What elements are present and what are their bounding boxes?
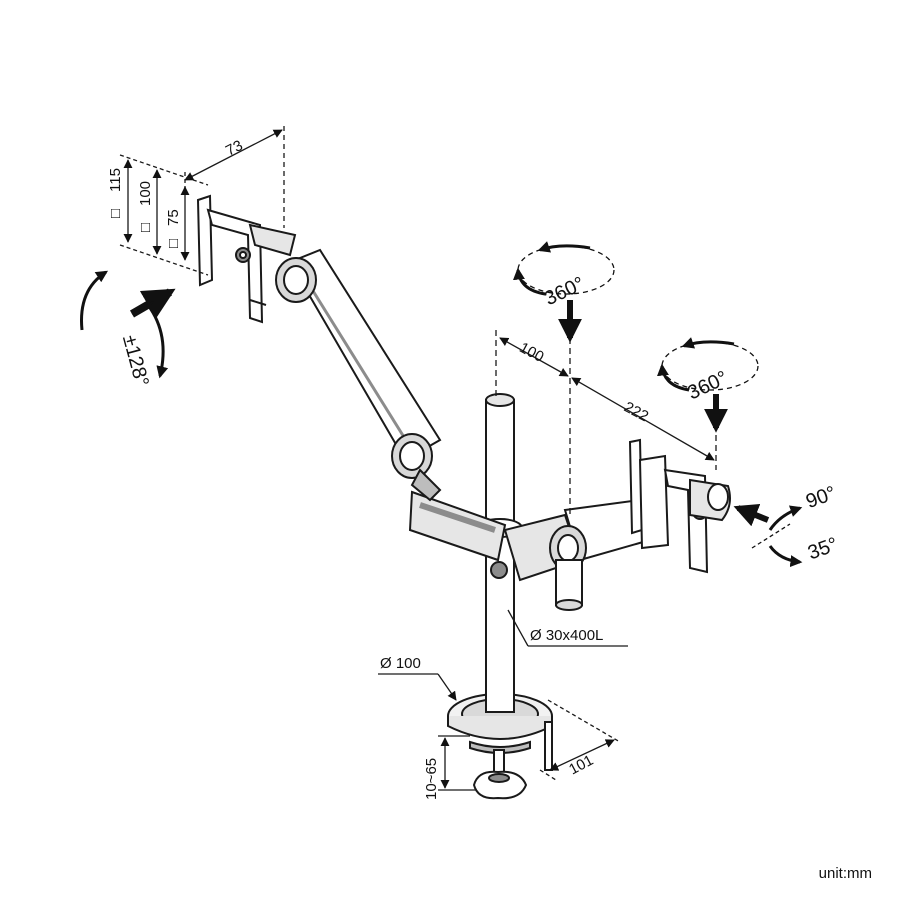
right-arm bbox=[503, 498, 652, 611]
motion-arrows bbox=[80, 241, 803, 568]
left-vesa-bracket bbox=[196, 194, 297, 324]
label-swivel-90: 90° bbox=[803, 482, 839, 513]
tilt-arrow-down bbox=[146, 304, 169, 379]
label-clamp-range: 10~65 bbox=[423, 758, 440, 800]
label-vesa-100: 100 bbox=[137, 181, 154, 206]
label-swivel-35: 35° bbox=[805, 533, 841, 564]
right-vesa-bracket bbox=[628, 438, 731, 574]
desk-clamp bbox=[447, 693, 553, 800]
left-arm bbox=[275, 248, 507, 562]
label-rotation-right: 360° bbox=[684, 367, 731, 404]
label-vesa-75: 75 bbox=[165, 209, 182, 226]
label-vesa-115: 115 bbox=[107, 168, 124, 192]
label-vesa-75-prefix: □ bbox=[165, 239, 182, 248]
label-pole: Ø 30x400L bbox=[530, 627, 603, 644]
label-bracket-depth: 73 bbox=[223, 137, 246, 160]
tilt-arrow-up bbox=[80, 270, 109, 331]
label-vesa-115-prefix: □ bbox=[107, 209, 124, 218]
dimension-lines bbox=[119, 126, 717, 791]
label-base-diameter: Ø 100 bbox=[380, 655, 421, 672]
label-clamp-depth: 101 bbox=[566, 752, 596, 779]
unit-label: unit:mm bbox=[818, 865, 872, 882]
label-vesa-100-prefix: □ bbox=[137, 223, 154, 232]
label-tilt: ±128° bbox=[118, 333, 153, 389]
label-rotation-left: 360° bbox=[541, 273, 588, 310]
dimension-labels: 73 □ 115 □ 100 □ 75 ±128° 360° 360° 100 … bbox=[107, 137, 841, 800]
